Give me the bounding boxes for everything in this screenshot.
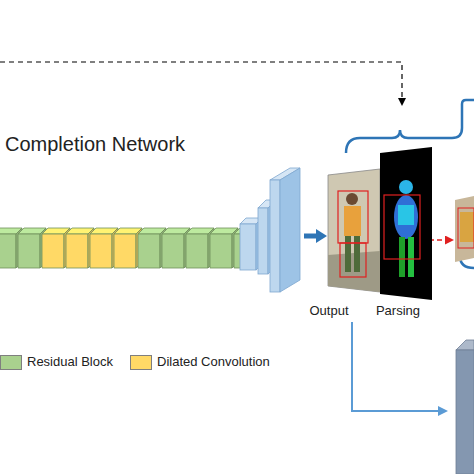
- block-face: [0, 234, 16, 268]
- image-panel: Output: [300, 165, 385, 320]
- block-face: [90, 234, 112, 268]
- block-face: [162, 234, 184, 268]
- discriminator-block: [456, 340, 474, 474]
- block-face: [42, 234, 64, 268]
- legend-text: Residual Block: [27, 354, 113, 369]
- image-panel: Parsing: [372, 145, 437, 320]
- image-figure: [372, 145, 437, 320]
- block-face: [114, 234, 136, 268]
- legend-swatch: [130, 355, 152, 370]
- dashed-guide-line: [0, 62, 402, 104]
- image-caption: Parsing: [372, 303, 424, 318]
- block-face: [18, 234, 40, 268]
- block-face: [186, 234, 208, 268]
- image-caption: Output: [300, 303, 358, 318]
- legend-swatch: [0, 355, 22, 370]
- output-layer-blocks: [240, 168, 300, 292]
- flow-arrow: [304, 229, 327, 243]
- legend-text: Dilated Convolution: [157, 354, 270, 369]
- light-blue-connector: [352, 322, 446, 411]
- block-face: [210, 234, 232, 268]
- network-block-chain: [0, 228, 262, 268]
- cropped-person-image: [455, 196, 474, 262]
- block-face: [138, 234, 160, 268]
- section-title: Completion Network: [5, 133, 185, 156]
- block-face: [66, 234, 88, 268]
- image-figure: [300, 165, 385, 320]
